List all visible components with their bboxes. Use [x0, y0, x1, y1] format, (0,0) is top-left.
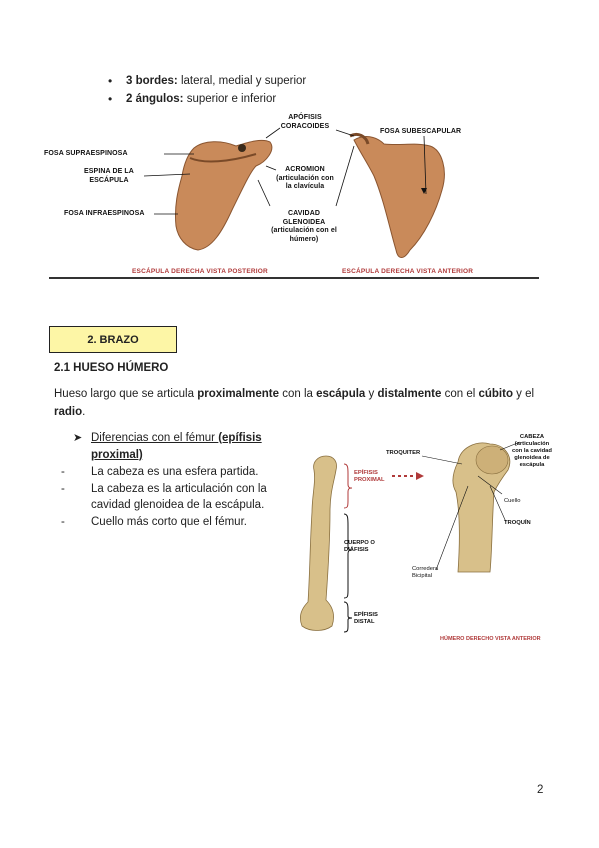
bullet-bordes: 3 bordes: lateral, medial y superior: [108, 72, 306, 90]
label-fosa-supraespinosa: FOSA SUPRAESPINOSA: [44, 150, 128, 157]
label-troquiter: TROQUITER: [386, 450, 421, 456]
para-bold: distalmente: [377, 388, 442, 400]
coracoid-shadow: [238, 144, 246, 152]
caption-humerus-view: HÚMERO DERECHO VISTA ANTERIOR: [440, 636, 541, 642]
list-item: -La cabeza es una esfera partida.: [61, 466, 259, 478]
bullet-angulos: 2 ángulos: superior e inferior: [108, 90, 306, 108]
para-bold: escápula: [316, 388, 366, 400]
label-troquin: TROQUÍN: [504, 520, 531, 526]
page-number: 2: [537, 784, 544, 796]
brace-diaphysis: [343, 513, 353, 599]
label-cuerpo-diafisis: CUERPO O DIÁFISIS: [344, 540, 375, 553]
label-apofisis-coracoides: APÓFISIS CORACOIDES: [280, 114, 330, 130]
posterior-scapula-shape: [175, 139, 273, 251]
list-item: -Cuello más corto que el fémur.: [61, 515, 247, 528]
para-text: y el: [512, 388, 535, 400]
para-bold: radio: [54, 406, 83, 418]
label-cavidad-glenoidea: CAVIDAD GLENOIDEA (articulación con el h…: [271, 210, 337, 243]
section-title: 2. BRAZO: [87, 333, 139, 346]
label-epifisis-proximal: EPÍFISIS PROXIMAL: [354, 470, 385, 483]
humeral-head-shape: [475, 445, 509, 475]
arrow-bullet-icon: ➤: [73, 432, 83, 444]
para-text: con la: [279, 388, 317, 400]
para-bold: cúbito: [478, 388, 513, 400]
bullet-bold: 3 bordes:: [126, 75, 178, 87]
subsection-title: 2.1 HUESO HÚMERO: [54, 362, 169, 374]
para-text: y: [365, 388, 378, 400]
anterior-scapula-shape: [353, 136, 445, 258]
label-espina-escapula: ESPINA DE LA ESCÁPULA: [84, 168, 134, 184]
list-heading-bold: (epífisis proximal): [91, 432, 262, 461]
zoomed-humerus-shape: [452, 442, 511, 573]
caption-anterior-view: ESCÁPULA DERECHA VISTA ANTERIOR: [342, 268, 474, 275]
humerus-description: Hueso largo que se articula proximalment…: [54, 385, 554, 421]
label-cabeza: CABEZA (articulación con la cavidad glen…: [512, 434, 552, 468]
label-epifisis-distal: EPÍFISIS DISTAL: [354, 612, 378, 625]
bullet-bold: 2 ángulos:: [126, 93, 184, 105]
differences-list: ➤ Diferencias con el fémur (epífisis pro…: [61, 430, 283, 530]
scapula-figure: APÓFISIS CORACOIDES FOSA SUBESCAPULAR FO…: [44, 110, 544, 282]
humerus-figure: EPÍFISIS PROXIMAL CUERPO O DIÁFISIS EPÍF…: [292, 422, 562, 650]
list-heading: ➤ Diferencias con el fémur (epífisis pro…: [73, 430, 283, 463]
section-heading-box: 2. BRAZO: [49, 326, 177, 353]
bullet-text: lateral, medial y superior: [177, 75, 307, 87]
para-text: Hueso largo que se articula: [54, 388, 198, 400]
horizontal-divider: [49, 277, 539, 279]
full-humerus-shape: [300, 455, 337, 631]
label-fosa-subescapular: FOSA SUBESCAPULAR: [380, 128, 462, 135]
para-text: con el: [441, 388, 479, 400]
bullet-text: superior e inferior: [183, 93, 277, 105]
arrow-head-icon: [416, 472, 424, 480]
para-text: .: [82, 406, 86, 418]
scapula-bullet-list: 3 bordes: lateral, medial y superior 2 á…: [108, 72, 306, 108]
scapula-illustration: [143, 127, 445, 258]
brace-proximal: [343, 463, 353, 509]
scapula-spine-shape: [189, 153, 257, 163]
label-corredera-bicipital: Corredera Bicipital: [412, 566, 439, 579]
list-item-text: Cuello más corto que el fémur.: [91, 515, 247, 528]
label-cuello: Cuello: [504, 498, 521, 504]
label-acromion: ACROMION (articulación con la clavícula: [276, 166, 334, 190]
humerus-illustration: [300, 441, 521, 633]
para-bold: proximalmente: [197, 388, 280, 400]
list-item-text: La cabeza es la articulación con la cavi…: [91, 482, 267, 512]
list-item: -La cabeza es la articulación con la cav…: [61, 482, 267, 512]
list-item-text: La cabeza es una esfera partida.: [91, 466, 259, 478]
label-fosa-infraespinosa: FOSA INFRAESPINOSA: [64, 210, 145, 217]
list-heading-plain: Diferencias con el fémur: [91, 432, 219, 444]
brace-distal: [343, 601, 353, 633]
caption-posterior-view: ESCÁPULA DERECHA VISTA POSTERIOR: [132, 268, 268, 275]
